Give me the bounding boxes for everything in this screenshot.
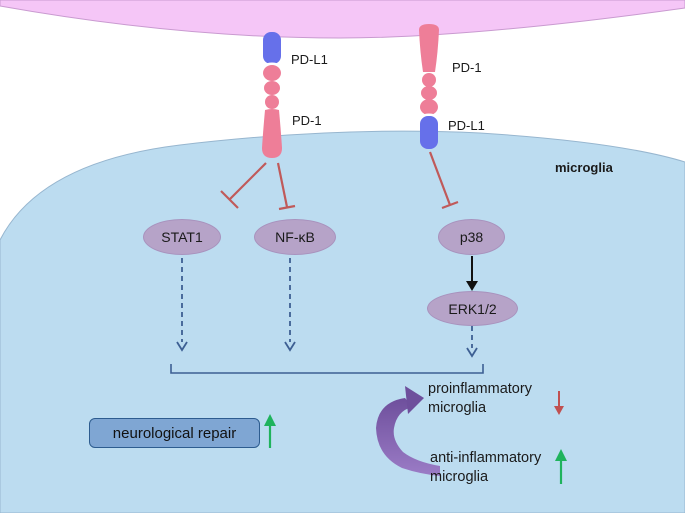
pathway-bracket: [170, 364, 484, 374]
dashed-arrow-erk: [466, 326, 478, 358]
inhibit-stat1: [220, 162, 267, 209]
neurological-repair-label: neurological repair: [112, 424, 237, 442]
microglia-label: microglia: [555, 160, 613, 175]
anti-inflammatory-line1: anti-inflammatory: [430, 450, 542, 466]
stat1-node: STAT1: [143, 219, 221, 255]
pd1-receptor-left: [262, 65, 282, 158]
anti-inflammatory-line2: microglia: [430, 469, 489, 485]
erk-node: ERK1/2: [427, 291, 518, 326]
pdl1-label-right: PD-L1: [448, 118, 485, 133]
pd1-receptor-right: [419, 24, 439, 115]
nfkb-node: NF-κB: [254, 219, 336, 255]
proinflammatory-down-arrow-icon: [554, 391, 564, 415]
neurological-repair-box: neurological repair: [89, 418, 260, 448]
proinflammatory-line2: microglia: [428, 400, 487, 416]
repair-up-arrow-icon: [264, 414, 276, 448]
inhibit-p38: [428, 151, 459, 210]
pd1-label-left: PD-1: [292, 113, 322, 128]
proinflammatory-line1: proinflammatory: [428, 381, 532, 397]
upper-cell: [0, 0, 685, 39]
polarization-cycle-arrow: [376, 386, 440, 476]
pd1-label-right: PD-1: [452, 60, 482, 75]
pdl1-label-left: PD-L1: [291, 52, 328, 67]
anti-inflammatory-label: anti-inflammatory microglia: [430, 449, 541, 487]
dashed-arrow-nfkb: [284, 258, 296, 352]
dashed-arrow-stat1: [176, 258, 188, 352]
proinflammatory-label: proinflammatory microglia: [428, 380, 532, 418]
microglia-cell: [0, 130, 685, 513]
p38-node: p38: [438, 219, 505, 255]
pdl1-ligand-right: [420, 116, 438, 149]
inhibit-nfkb: [276, 162, 296, 211]
pdl1-ligand-left: [263, 32, 281, 64]
arrow-p38-to-erk: [466, 256, 478, 291]
anti-inflammatory-up-arrow-icon: [555, 449, 567, 484]
